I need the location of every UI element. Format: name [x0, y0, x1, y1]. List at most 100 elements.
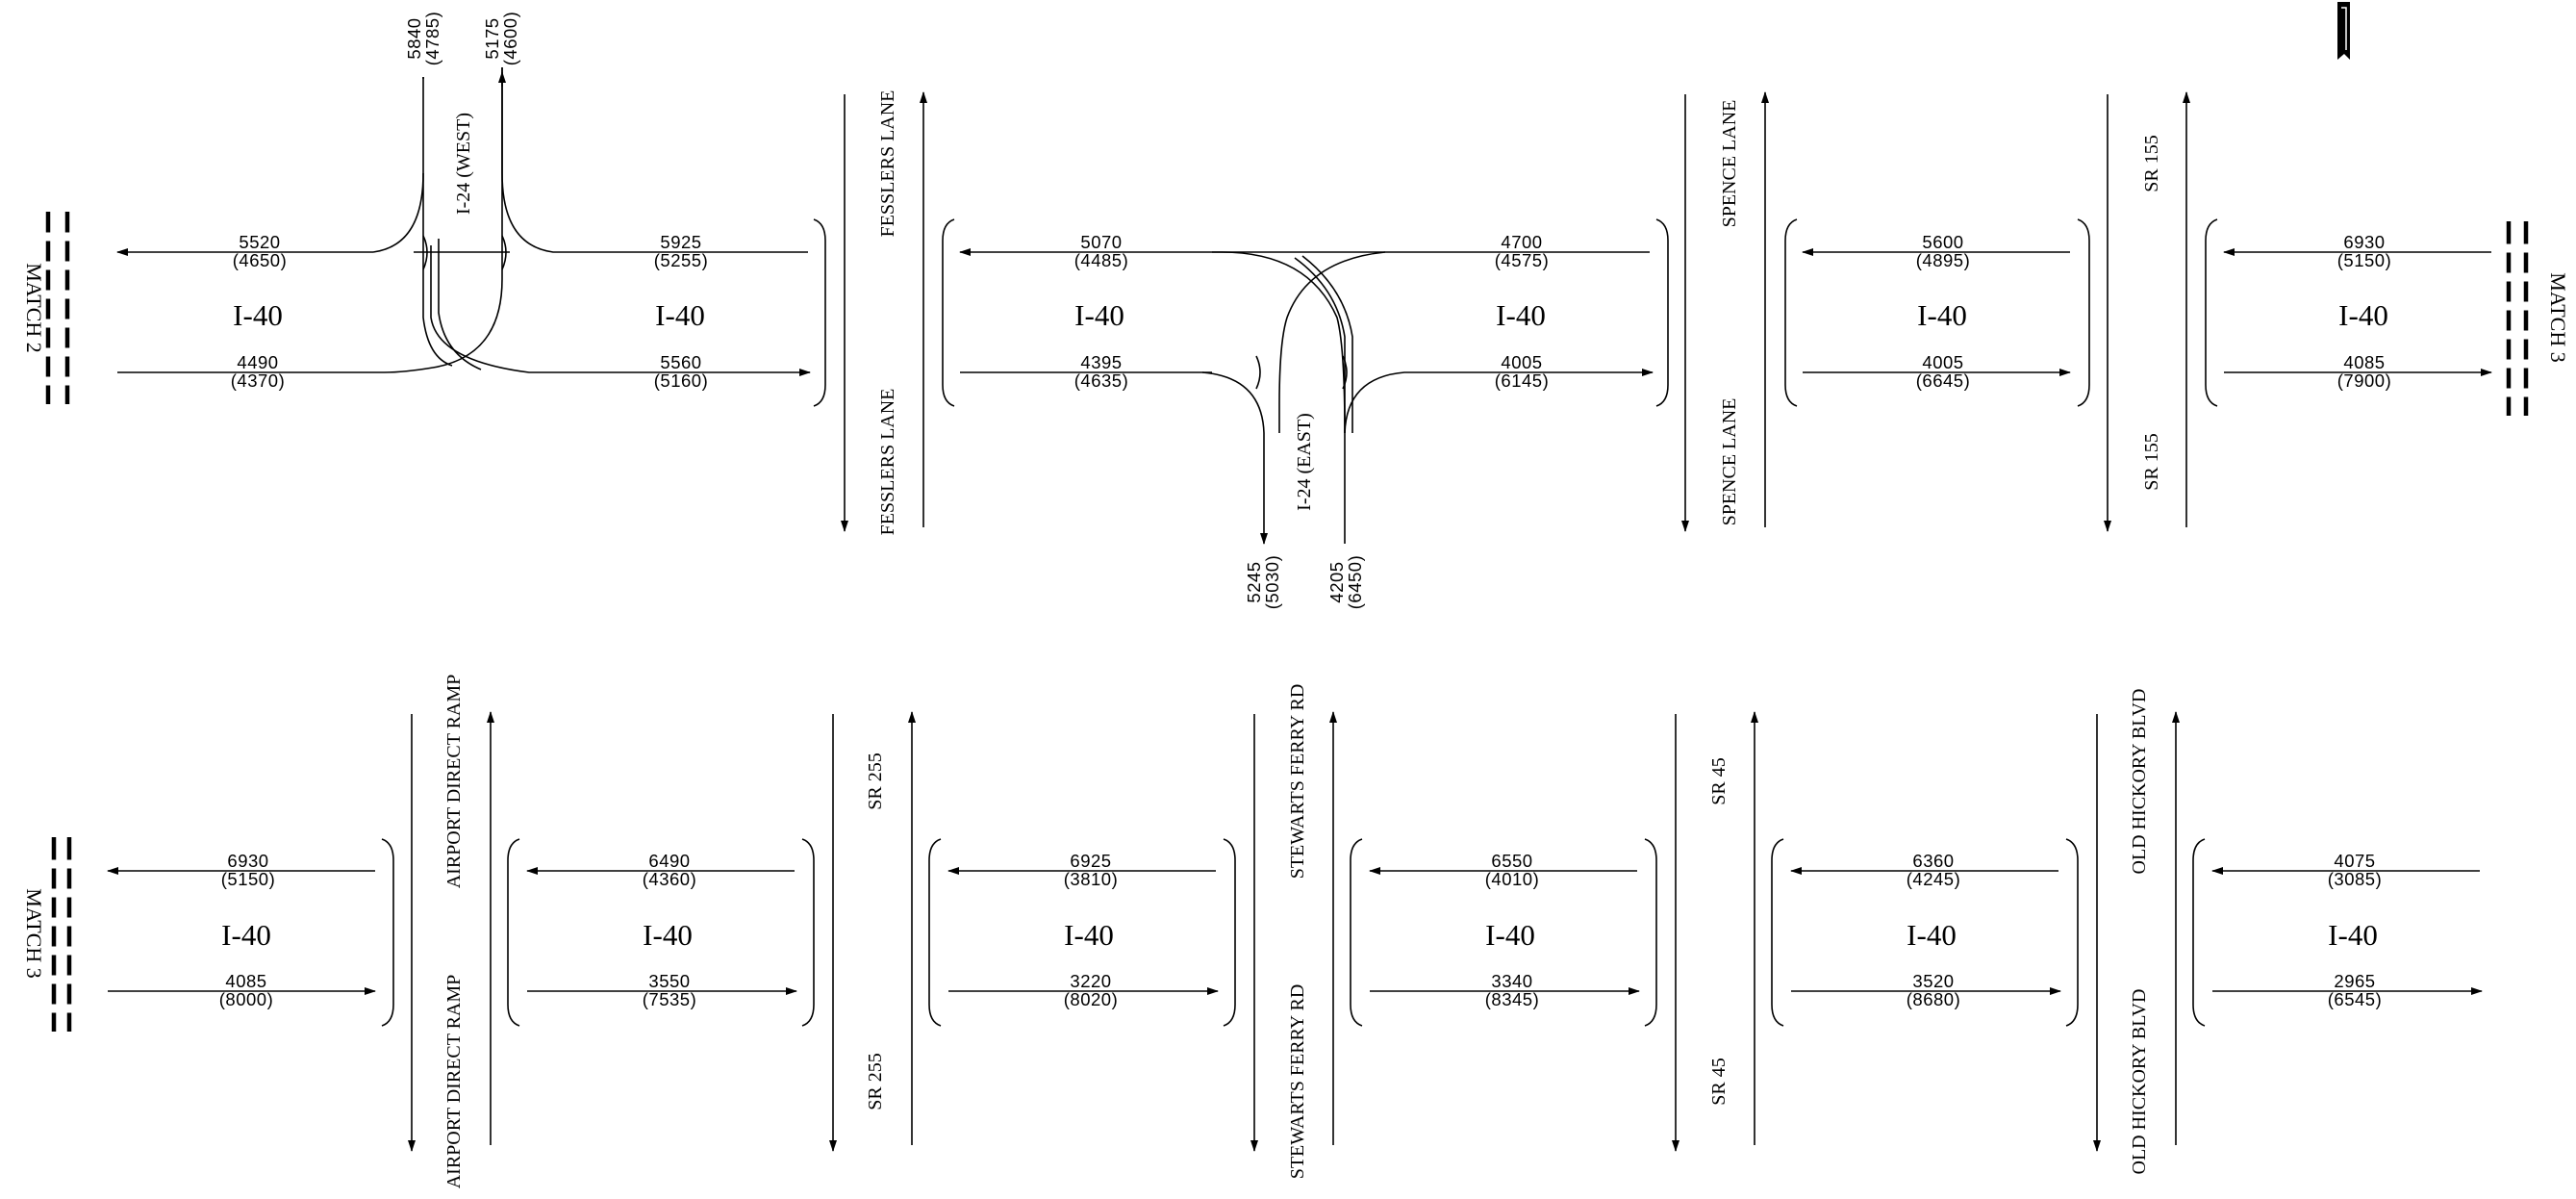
eb-volume-alt: (5160)	[654, 370, 708, 391]
fesslers-label-south: FESSLERS LANE	[877, 389, 898, 536]
match-2-label: MATCH 2	[22, 263, 46, 353]
i24-west-interchange: I-24 (WEST) 5840 (4785) 5175 (4600)	[372, 12, 808, 373]
segment-top-5: 5600 (4895) I-40 4005 (6645)	[1784, 218, 2090, 407]
wb-volume: 6930	[227, 851, 268, 871]
match-3-label-top: MATCH 3	[2546, 272, 2570, 363]
wb-volume: 5520	[239, 232, 280, 252]
sr45-label-north: SR 45	[1708, 757, 1730, 804]
wb-volume-alt: (5150)	[2337, 250, 2391, 270]
segment-bottom-5: 6360 (4245) I-40 3520 (8680)	[1771, 838, 2079, 1027]
spence-label-north: SPENCE LANE	[1719, 100, 1740, 228]
oldhickory-label-north: OLD HICKORY BLVD	[2129, 689, 2150, 875]
eb-exit-ramp	[422, 173, 453, 367]
segment-top-4: 4700 (4575) I-40 4005 (6145)	[1385, 218, 1669, 407]
highway-label: I-40	[1907, 918, 1957, 952]
east-onramp-volume: 4205	[1326, 561, 1347, 602]
cross-street-sr155: SR 155 SR 155	[2104, 91, 2190, 532]
eb-merge-ramp	[430, 245, 808, 373]
west-offramp-volume: 5840	[404, 17, 424, 59]
wb-volume-alt: (4245)	[1907, 869, 1960, 889]
sr45-label-south: SR 45	[1708, 1058, 1730, 1105]
match-3-label-bottom: MATCH 3	[22, 888, 46, 979]
airport-label-south: AIRPORT DIRECT RAMP	[443, 975, 465, 1189]
eb-volume: 2965	[2334, 971, 2375, 991]
wb-volume: 6360	[1912, 851, 1954, 871]
eb-volume: 5560	[660, 352, 701, 372]
cross-street-oldhickory: OLD HICKORY BLVD OLD HICKORY BLVD	[2093, 689, 2180, 1175]
segment-bottom-3: 6925 (3810) I-40 3220 (8020)	[928, 838, 1236, 1027]
eb-volume: 3520	[1912, 971, 1954, 991]
i24-west-label: I-24 (WEST)	[453, 113, 474, 215]
wb-volume-alt: (4575)	[1495, 250, 1549, 270]
cross-street-spence: SPENCE LANE SPENCE LANE	[1681, 91, 1769, 532]
wb-volume-alt: (5150)	[221, 869, 275, 889]
wb-volume: 5600	[1922, 232, 1963, 252]
east-offramp-volume: 5245	[1244, 561, 1264, 602]
oldhickory-label-south: OLD HICKORY BLVD	[2129, 989, 2150, 1175]
segment-bottom-1: 6930 (5150) I-40 4085 (8000)	[107, 838, 394, 1027]
west-offramp-volume-alt: (4785)	[422, 12, 442, 65]
highway-label: I-40	[233, 298, 283, 332]
cross-street-stewarts: STEWARTS FERRY RD STEWARTS FERRY RD	[1250, 684, 1337, 1179]
match-2-marker: MATCH 2	[22, 212, 77, 404]
highway-label: I-40	[2338, 298, 2388, 332]
eb-volume: 4005	[1922, 352, 1963, 372]
eb-volume-alt: (8000)	[219, 989, 273, 1009]
wb-volume-alt: (3085)	[2328, 869, 2382, 889]
segment-top-2: 5925 (5255) I-40 5560 (5160)	[654, 218, 826, 407]
wb-volume: 4075	[2334, 851, 2375, 871]
highway-label: I-40	[1074, 298, 1124, 332]
highway-label: I-40	[643, 918, 693, 952]
bottom-row: MATCH 3 6930 (5150) I-40 4085 (8000) AIR…	[22, 675, 2483, 1189]
highway-label: I-40	[655, 298, 705, 332]
segment-top-3: 5070 (4485) I-40 4395 (4635)	[942, 218, 1222, 407]
match-3-marker-top: MATCH 3	[2499, 221, 2570, 416]
cross-street-sr45: SR 45 SR 45	[1672, 711, 1758, 1152]
wb-volume-alt: (4650)	[233, 250, 287, 270]
wb-volume-alt: (4010)	[1485, 869, 1539, 889]
eb-volume: 3550	[648, 971, 690, 991]
eb-volume: 4085	[2343, 352, 2385, 372]
eb-volume: 3340	[1491, 971, 1532, 991]
segment-top-6: 6930 (5150) I-40 4085 (7900)	[2205, 218, 2492, 407]
eb-volume: 4085	[225, 971, 266, 991]
airport-label-north: AIRPORT DIRECT RAMP	[443, 675, 465, 889]
eb-volume-alt: (6145)	[1495, 370, 1549, 391]
wb-volume: 6490	[648, 851, 690, 871]
corner-mark	[2337, 2, 2350, 60]
segment-bottom-6: 4075 (3085) I-40 2965 (6545)	[2192, 838, 2483, 1027]
wb-volume-alt: (5255)	[654, 250, 708, 270]
highway-label: I-40	[1064, 918, 1114, 952]
top-row: MATCH 2 5520 (4650) I-40 4490 (4370) I-2…	[22, 2, 2570, 609]
west-onramp-volume-alt: (4600)	[500, 12, 520, 65]
east-offramp-volume-alt: (5030)	[1262, 555, 1282, 609]
match-3-marker-bottom: MATCH 3	[22, 837, 79, 1032]
wb-onramp	[501, 67, 808, 253]
eb-volume-alt: (7535)	[643, 989, 696, 1009]
wb-volume: 6550	[1491, 851, 1532, 871]
highway-label: I-40	[221, 918, 271, 952]
eb-volume: 4395	[1080, 352, 1122, 372]
eb-volume-alt: (8020)	[1064, 989, 1118, 1009]
wb-volume: 5070	[1080, 232, 1122, 252]
eb-volume-alt: (6545)	[2328, 989, 2382, 1009]
west-onramp-volume: 5175	[482, 17, 502, 59]
eb-volume: 4005	[1501, 352, 1542, 372]
eb-offramp	[1201, 371, 1268, 545]
east-onramp-volume-alt: (6450)	[1345, 555, 1365, 609]
sr255-label-south: SR 255	[865, 1053, 886, 1110]
wb-volume-alt: (3810)	[1064, 869, 1118, 889]
wb-volume: 6930	[2343, 232, 2385, 252]
wb-volume: 6925	[1070, 851, 1111, 871]
segment-bottom-4: 6550 (4010) I-40 3340 (8345)	[1350, 838, 1657, 1027]
sr255-label-north: SR 255	[865, 753, 886, 809]
loop-ramp	[1221, 251, 1346, 434]
fesslers-label-north: FESSLERS LANE	[877, 90, 898, 238]
highway-label: I-40	[2328, 918, 2378, 952]
eb-volume-alt: (4635)	[1074, 370, 1128, 391]
loop-ramp	[384, 67, 503, 373]
stewarts-label-north: STEWARTS FERRY RD	[1287, 684, 1308, 880]
eb-volume-alt: (8345)	[1485, 989, 1539, 1009]
wb-volume-alt: (4895)	[1916, 250, 1970, 270]
